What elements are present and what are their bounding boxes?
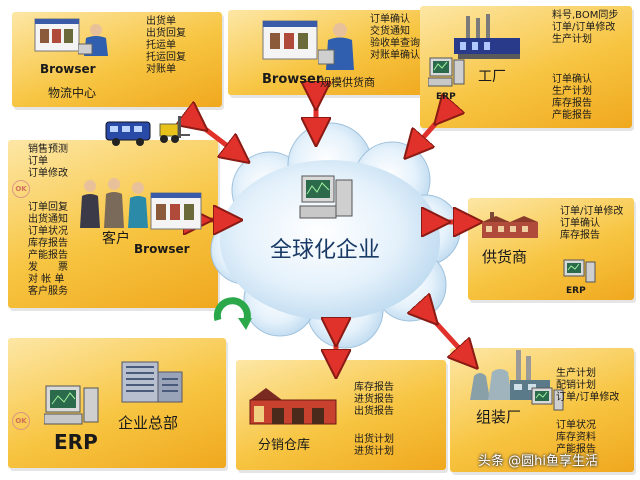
list-item: 配销计划 (556, 380, 596, 391)
list-item: 对 帐 单 (28, 274, 65, 285)
warehouse-list-top: 库存报告 进货报告 出货报告 (354, 382, 394, 418)
supplier-system: ERP (566, 286, 586, 296)
list-item: 出货计划 (354, 434, 394, 445)
list-item: 生产计划 (552, 34, 592, 45)
list-item: 订单回复 (28, 202, 68, 213)
list-item: 料号,BOM同步 (552, 10, 619, 21)
browser-window-icon (150, 192, 202, 230)
factory-list-top: 料号,BOM同步 订单/订单修改 生产计划 (552, 10, 618, 46)
supplier-panel (468, 198, 634, 300)
factory-icon (454, 14, 520, 59)
list-item: 订单 (28, 156, 48, 167)
hq-panel (8, 338, 226, 468)
list-item: 出货回复 (146, 28, 186, 39)
supplier-large-name: 规模供货商 (320, 76, 375, 89)
customer-list-bottom: 订单回复 出货通知 订单状况 库存报告 产能报告 发 票 对 帐 单 客户服务 (28, 202, 68, 298)
ok-stamp: OK (12, 180, 30, 198)
list-item: 库存报告 (354, 382, 394, 393)
browser-window-icon (262, 20, 318, 60)
logistics-list: 出货单 出货回复 托运单 托运回复 对账单 (146, 16, 186, 76)
list-item: 进货计划 (354, 446, 394, 457)
list-item: 库存报告 (552, 98, 592, 109)
list-item: 出货通知 (28, 214, 68, 225)
ok-stamp: OK (12, 412, 30, 430)
list-item: 产能报告 (556, 444, 596, 455)
list-item: 订单确认 (560, 218, 600, 229)
assembly-list-bottom: 订单状况 库存资料 产能报告 (556, 420, 596, 456)
warehouse-name: 分销仓库 (258, 438, 311, 453)
list-item: 进货报告 (354, 394, 394, 405)
list-item: 库存报告 (28, 238, 68, 249)
hq-name: 企业总部 (118, 414, 179, 432)
computer-icon (428, 57, 465, 87)
factory-list-bottom: 订单确认 生产计划 库存报告 产能报告 (552, 74, 592, 122)
computer-icon (299, 175, 353, 219)
forklift-icon (159, 116, 190, 143)
browser-window-icon (34, 18, 80, 52)
center-label: 全球化企业 (270, 238, 381, 263)
factory-name: 工厂 (478, 69, 506, 85)
list-item: 验收单查询 (370, 38, 420, 49)
list-item: 销售预测 (28, 144, 68, 155)
hq-system: ERP (54, 430, 98, 454)
list-item: 生产计划 (556, 368, 596, 379)
list-item: 客户服务 (28, 286, 68, 297)
list-item: 订单/订单修改 (560, 206, 624, 217)
assembly-name: 组装厂 (476, 408, 522, 426)
list-item: 订单确认 (370, 14, 410, 25)
list-item: 对账单 (146, 64, 176, 75)
list-item: 出货报告 (354, 406, 394, 417)
logistics-system: Browser (40, 62, 96, 76)
operator-icon (78, 24, 108, 56)
list-item: 产能报告 (552, 110, 592, 121)
list-item: 对账单确认 (370, 50, 420, 61)
assembly-panel (450, 348, 634, 472)
supplier-name: 供货商 (482, 248, 528, 266)
supplier-large-system: Browser (262, 72, 323, 87)
factory-system: ERP (436, 92, 456, 102)
supplier-list: 订单/订单修改 订单确认 库存报告 (560, 206, 623, 242)
people-icon (80, 178, 148, 228)
watermark: 头条 @圆hi鱼享生活 (478, 454, 598, 469)
list-item: 库存报告 (560, 230, 600, 241)
list-item: 交货通知 (370, 26, 410, 37)
computer-icon (44, 385, 99, 425)
customer-list-top: 销售预测 订单 订单修改 (28, 144, 68, 180)
list-item: 订单/订单修改 (552, 22, 616, 33)
factory-icon (482, 212, 538, 238)
list-item: 托运回复 (146, 52, 186, 63)
list-item: 订单修改 (28, 168, 68, 179)
customer-name: 客户 (102, 231, 130, 247)
list-item: 产能报告 (28, 250, 68, 261)
list-item: 出货单 (146, 16, 176, 27)
sync-cycle-icon (213, 297, 252, 330)
office-building-icon (121, 361, 183, 403)
warehouse-list-bottom: 出货计划 进货计划 (354, 434, 394, 458)
list-item: 生产计划 (552, 86, 592, 97)
customer-system: Browser (134, 242, 190, 256)
list-item: 库存资料 (556, 432, 596, 443)
operator-icon (318, 23, 354, 70)
warehouse-icon (249, 388, 337, 425)
list-item: 订单状况 (28, 226, 68, 237)
list-item: 发 票 (28, 262, 68, 273)
list-item: 订单/订单修改 (556, 392, 620, 403)
list-item: 订单状况 (556, 420, 596, 431)
list-item: 订单确认 (552, 74, 592, 85)
computer-icon (531, 387, 564, 411)
list-item: 托运单 (146, 40, 176, 51)
truck-icon (105, 121, 151, 146)
assembly-list-top: 生产计划 配销计划 订单/订单修改 (556, 368, 619, 404)
logistics-name: 物流中心 (48, 86, 97, 100)
computer-icon (563, 259, 596, 283)
supplier-large-list: 订单确认 交货通知 验收单查询 对账单确认 (370, 14, 420, 62)
